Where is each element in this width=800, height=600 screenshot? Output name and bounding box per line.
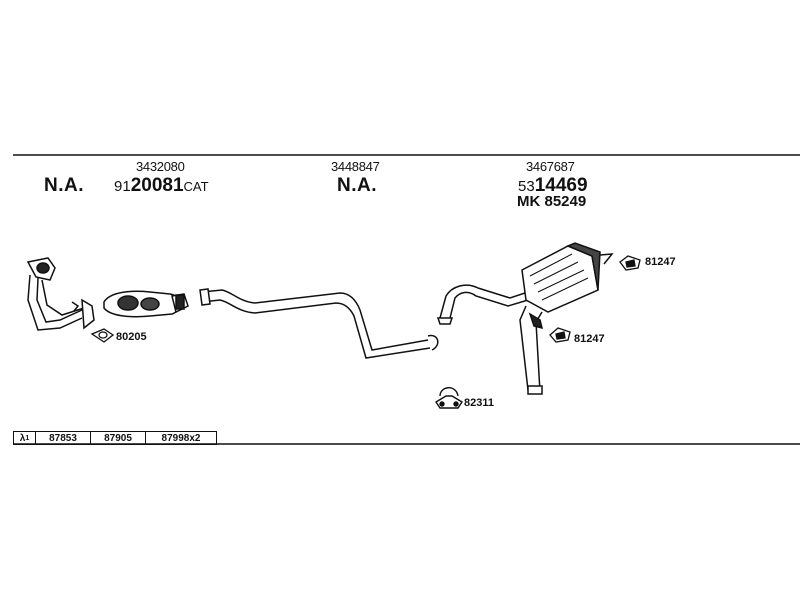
- front-gasket: [90, 328, 115, 343]
- catalytic-converter: [103, 290, 189, 318]
- silencer-part-number: 5314469: [518, 175, 588, 197]
- lambda-symbol: λ: [19, 432, 26, 444]
- part-number-3448847: 3448847: [331, 159, 380, 174]
- strip-item-87905: 87905: [91, 432, 146, 444]
- cat-prefix: 91: [114, 178, 131, 195]
- callout-80205: 80205: [116, 331, 147, 343]
- strip-item-87998x2: 87998x2: [161, 432, 201, 444]
- silencer-main-number: 14469: [534, 175, 588, 196]
- silencer-prefix: 53: [518, 178, 535, 195]
- na-label-left: N.A.: [44, 175, 84, 196]
- part-number-3432080: 3432080: [136, 159, 185, 174]
- cat-main-number: 20081: [130, 175, 184, 196]
- lambda-superscript: 1: [25, 434, 30, 442]
- rear-silencer: [436, 242, 614, 395]
- middle-pipe: [199, 288, 439, 359]
- callout-81247-top: 81247: [645, 256, 676, 268]
- front-downpipe: [26, 257, 95, 331]
- na-label-middle: N.A.: [337, 175, 377, 196]
- part-number-3467687: 3467687: [526, 159, 575, 174]
- clamp: [435, 387, 463, 409]
- hanger-top: [619, 255, 641, 271]
- strip-item-87853: 87853: [36, 432, 91, 444]
- cat-part-number: 9120081CAT: [114, 175, 209, 197]
- hanger-bottom: [549, 327, 571, 343]
- mk-kit-label: MK 85249: [517, 193, 587, 210]
- callout-82311: 82311: [464, 397, 494, 409]
- cat-suffix: CAT: [183, 179, 209, 194]
- callout-81247-bottom: 81247: [574, 333, 605, 345]
